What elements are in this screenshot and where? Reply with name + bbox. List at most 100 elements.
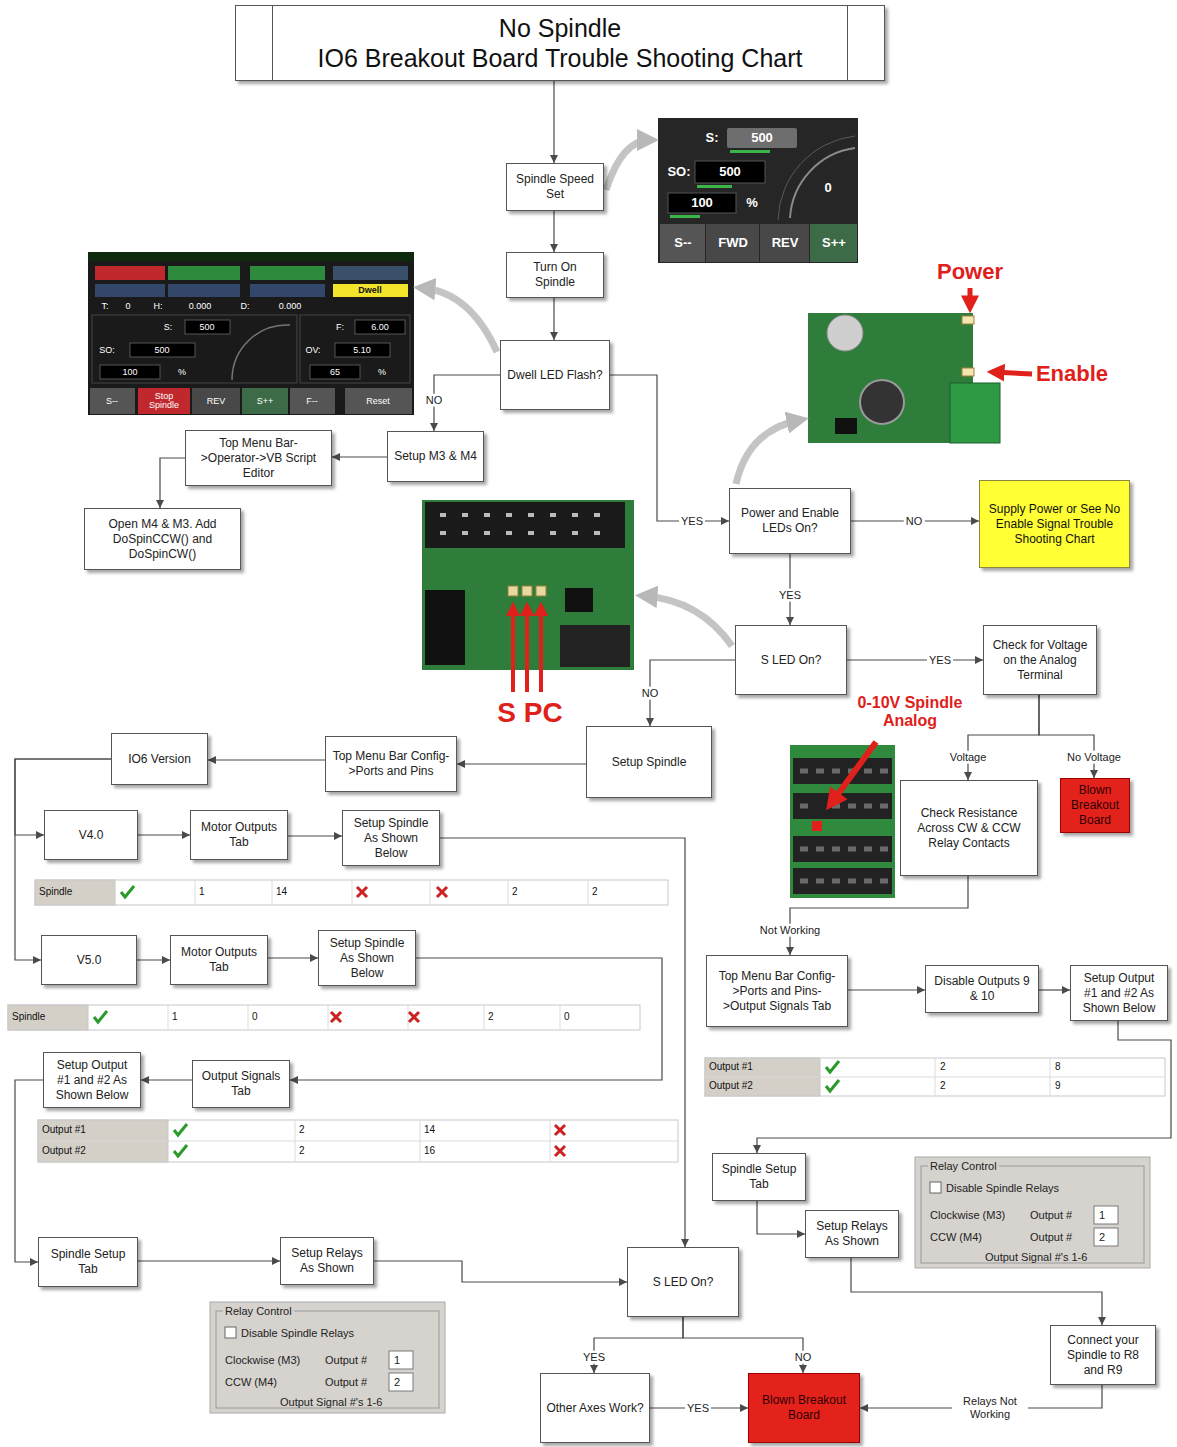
level-bar	[730, 150, 770, 153]
table-cell: 16	[424, 1145, 435, 1157]
cross-icon	[357, 887, 367, 897]
node-text: Setup Relays As Shown	[811, 1219, 893, 1249]
table-cell: 0	[252, 1011, 258, 1023]
node-text: Blown Breakout Board	[754, 1393, 854, 1423]
screen-background	[658, 118, 858, 263]
screen-readout: F:	[336, 323, 344, 332]
table-cell: 1	[199, 886, 205, 898]
edge-label: YES	[685, 1402, 711, 1415]
output-table-right	[705, 1058, 1165, 1096]
screen-readout: S--	[674, 236, 691, 251]
dialog-title: Relay Control	[223, 1305, 294, 1318]
screen-readout: T:	[101, 302, 108, 311]
node-text: Setup Spindle	[612, 755, 687, 770]
input-box	[389, 1351, 413, 1369]
screen-button	[706, 224, 759, 262]
screen-readout: S--	[106, 397, 118, 406]
check-icon	[94, 1011, 107, 1022]
table-body	[38, 1120, 678, 1162]
screen-readout: D:	[241, 302, 250, 311]
callout-label: Power	[937, 259, 1003, 284]
screen-field	[355, 320, 405, 334]
table-cell: 2	[940, 1080, 946, 1092]
table-cell: Output #2	[42, 1145, 86, 1157]
dialog-text: CCW (M4)	[930, 1231, 982, 1244]
screen-field	[185, 320, 230, 334]
chip	[560, 625, 630, 667]
callout-label: S PC	[497, 697, 562, 729]
node-text: Setup Relays As Shown	[286, 1246, 368, 1276]
connector-arrow	[137, 959, 170, 960]
screen-readout: %	[746, 196, 758, 211]
table-cell: 2	[512, 886, 518, 898]
table-row	[8, 1005, 640, 1030]
node-text: Spindle Speed Set	[512, 172, 598, 202]
screen-button	[168, 284, 240, 297]
gauge-arc	[790, 148, 855, 218]
chip	[425, 590, 465, 665]
screen-readout: REV	[772, 236, 799, 251]
screen-readout: 0.000	[279, 302, 302, 311]
table-cell: 8	[1055, 1061, 1061, 1073]
alert-box: Blown Breakout Board	[748, 1373, 860, 1443]
callout-label: Enable	[1036, 361, 1108, 386]
process-box: V4.0	[44, 810, 138, 860]
screen-button	[345, 388, 412, 414]
screen-readout: Dwell	[358, 285, 382, 295]
node-text: Check Resistance Across CW & CCW Relay C…	[906, 806, 1032, 851]
capacitor	[860, 380, 904, 424]
table-grid	[705, 1058, 1165, 1096]
process-box: Connect your Spindle to R8 and R9	[1050, 1325, 1156, 1385]
node-text: Dwell LED Flash?	[507, 368, 602, 383]
edge-label: YES	[777, 589, 803, 602]
checkbox	[225, 1327, 236, 1338]
screen-button	[250, 266, 325, 280]
screen-button	[192, 388, 240, 414]
alert-box: Blown Breakout Board	[1060, 778, 1130, 833]
dialog-text: Disable Spindle Relays	[241, 1327, 354, 1340]
callout-arrow	[968, 288, 973, 308]
level-bar	[670, 215, 700, 218]
dialog-text: Clockwise (M3)	[225, 1354, 300, 1367]
screen-button	[333, 266, 408, 280]
connector-arrow	[440, 838, 685, 1247]
edge-label: NO	[793, 1351, 814, 1364]
decision-box: S LED On?	[627, 1247, 739, 1317]
node-text: Setup Spindle As Shown Below	[324, 936, 410, 981]
gauge-arc	[232, 325, 290, 380]
screen-readout: S++	[257, 397, 274, 406]
connector-arrow	[1039, 695, 1094, 778]
dro-strip	[88, 252, 414, 261]
edge-label: No Voltage	[1065, 751, 1123, 764]
process-box: Spindle Speed Set	[506, 163, 604, 211]
table-header-cell	[35, 880, 115, 905]
panel-frame	[300, 315, 410, 383]
relay-control-panel-left	[210, 1302, 445, 1413]
spindle-table-v5	[8, 1005, 640, 1030]
dialog-text: Disable Spindle Relays	[946, 1182, 1059, 1195]
process-box: Setup Spindle	[586, 726, 712, 798]
screen-field	[130, 343, 195, 357]
pointer-arrow	[644, 596, 732, 646]
screen-readout: Reset	[366, 397, 390, 406]
dialog-text: Output #	[1030, 1209, 1072, 1222]
screen-readout: 0	[125, 302, 130, 311]
title-side-line	[272, 6, 273, 80]
screen-readout: H:	[154, 302, 163, 311]
dialog-text: 1	[394, 1354, 400, 1367]
edge-label: YES	[927, 654, 953, 667]
dialog-text: 2	[394, 1376, 400, 1389]
connector-arrow	[790, 876, 968, 955]
edge-label: NO	[904, 515, 925, 528]
table-header-cell	[705, 1058, 820, 1077]
node-text: Connect your Spindle to R8 and R9	[1056, 1333, 1150, 1378]
connector-arrow	[650, 660, 735, 726]
header-connector	[425, 502, 625, 548]
decision-box: Other Axes Work?	[540, 1373, 650, 1443]
connector-arrow	[610, 375, 729, 521]
node-text: Turn On Spindle	[512, 260, 598, 290]
node-text: IO6 Version	[128, 752, 191, 767]
screen-readout: 100	[691, 196, 713, 211]
